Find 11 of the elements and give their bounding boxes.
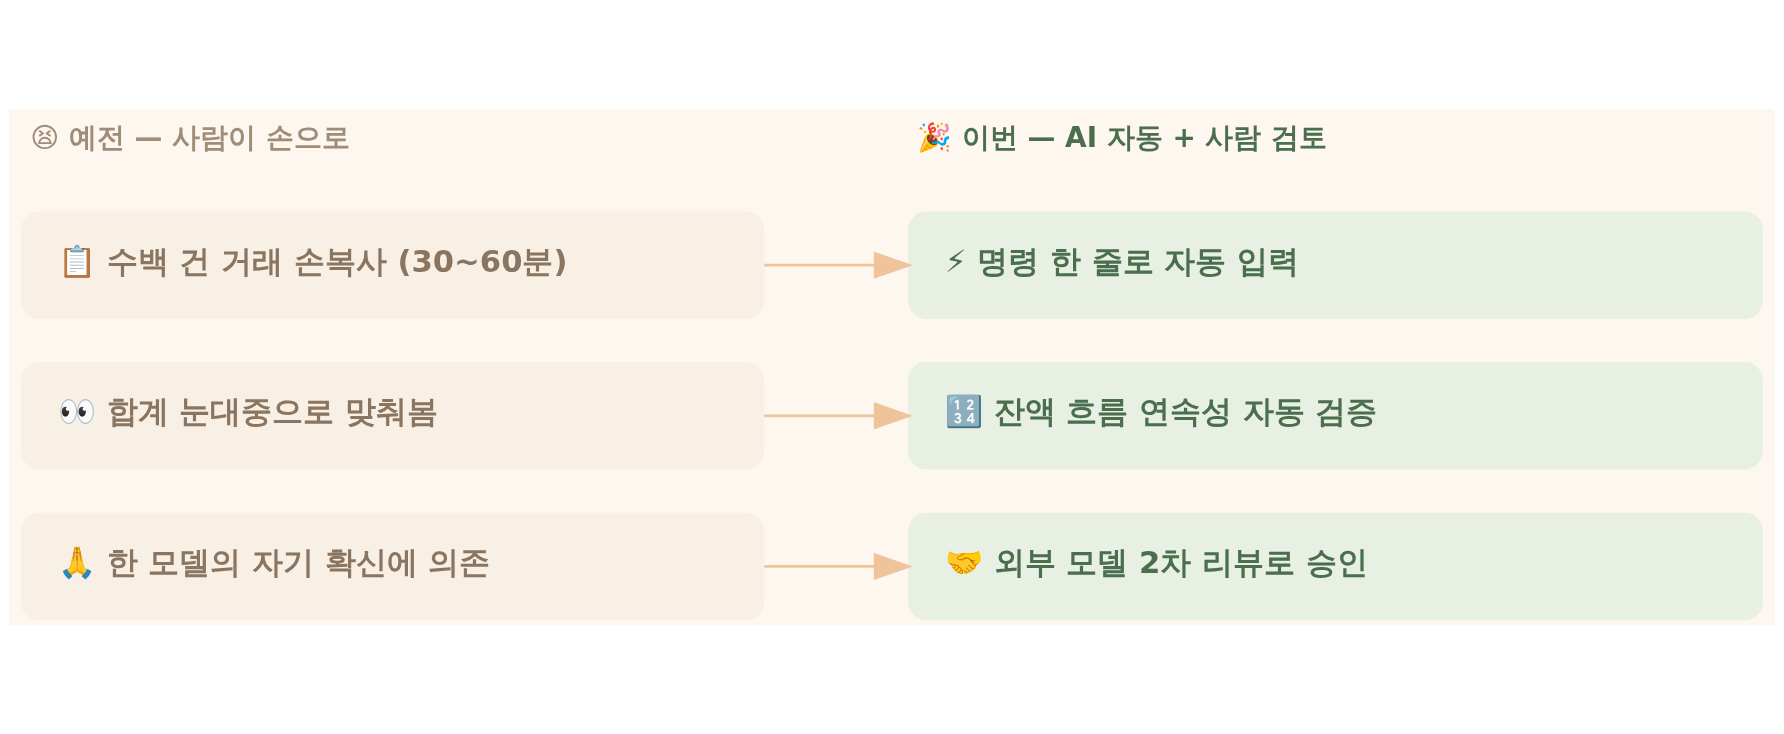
arrow [764,251,913,279]
node-box: 🔢 잔액 흐름 연속성 자동 검증 [908,362,1763,470]
node-box: 👀 합계 눈대중으로 맞춰봄 [21,362,765,470]
node-box: 🤝 외부 모델 2차 리뷰로 승인 [908,512,1763,621]
node-box: 🙏 한 모델의 자기 확신에 의존 [21,512,765,621]
arrow [764,402,913,430]
node-box: ⚡ 명령 한 줄로 자동 입력 [908,211,1763,319]
label: 😫 예전 — 사람이 손으로 [30,120,350,154]
node-box: 📋 수백 건 거래 손복사 (30~60분) [21,211,765,319]
arrow [764,552,913,581]
label: 🎉 이번 — AI 자동 + 사람 검토 [917,120,1328,154]
